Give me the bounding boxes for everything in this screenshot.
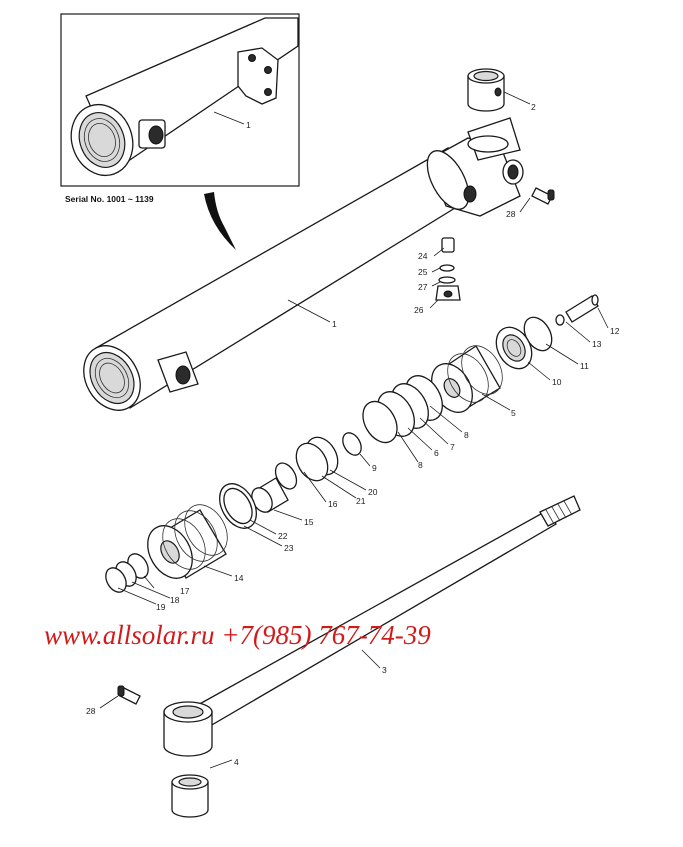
callout-10: 10: [552, 377, 562, 387]
callout-14: 14: [234, 573, 244, 583]
callout-6: 6: [434, 448, 439, 458]
port-fitting-stack: [435, 237, 461, 301]
callout-20: 20: [368, 487, 378, 497]
part-9-o-ring: [342, 432, 362, 456]
callout-1: 1: [332, 319, 337, 329]
callout-17: 17: [180, 586, 190, 596]
callout-12: 12: [610, 326, 620, 336]
part-28-grease-nipple-bottom: [117, 685, 141, 705]
callout-26: 26: [414, 305, 424, 315]
watermark-text: www.allsolar.ru +7(985) 767-74-39: [44, 620, 431, 650]
callout-18: 18: [170, 595, 180, 605]
inset-arrow: [204, 192, 236, 250]
callout-28-top: 28: [506, 209, 516, 219]
callout-23: 23: [284, 543, 294, 553]
part-21-ring: [295, 442, 329, 482]
part-3-piston-rod: [163, 495, 581, 757]
part-12-pin: [555, 294, 599, 326]
part-16-ring: [274, 462, 298, 490]
callout-9: 9: [372, 463, 377, 473]
part-28-grease-nipple-top: [531, 187, 555, 205]
cylinder-barrel: [83, 117, 524, 411]
callout-16: 16: [328, 499, 338, 509]
callout-5: 5: [511, 408, 516, 418]
inset-cylinder-barrel: [70, 17, 299, 177]
callout-21: 21: [356, 496, 366, 506]
callout-labels: 1 2 3 4 5 6 7 8 8 9 10 11 12 13 14 15 16…: [86, 102, 620, 767]
inset-callout-label: 1: [246, 120, 251, 130]
callout-8-outer: 8: [464, 430, 469, 440]
callout-22: 22: [278, 531, 288, 541]
part-2-bushing: [467, 68, 505, 112]
serial-number-note: Serial No. 1001 ~ 1139: [65, 194, 154, 204]
callout-27: 27: [418, 282, 428, 292]
part-15-spacer: [251, 477, 289, 513]
callout-25: 25: [418, 267, 428, 277]
part-14-cylinder-head: [147, 504, 228, 579]
part-22-23-lock-ring: [219, 483, 257, 529]
rod-seal-rings: [105, 553, 149, 593]
piston-seal-rings: [362, 375, 443, 444]
callout-24: 24: [418, 251, 428, 261]
callout-15: 15: [304, 517, 314, 527]
callout-4: 4: [234, 757, 239, 767]
callout-11: 11: [580, 361, 589, 371]
part-10-gland: [495, 326, 533, 370]
callout-8-inner: 8: [418, 460, 423, 470]
callout-19: 19: [156, 602, 166, 612]
callout-2: 2: [531, 102, 536, 112]
inset-detail: 1: [60, 13, 300, 187]
callout-7: 7: [450, 442, 455, 452]
part-4-bushing: [171, 774, 209, 818]
callout-28-bottom: 28: [86, 706, 96, 716]
callout-13: 13: [592, 339, 602, 349]
callout-3: 3: [382, 665, 387, 675]
leader-lines: [99, 91, 609, 769]
